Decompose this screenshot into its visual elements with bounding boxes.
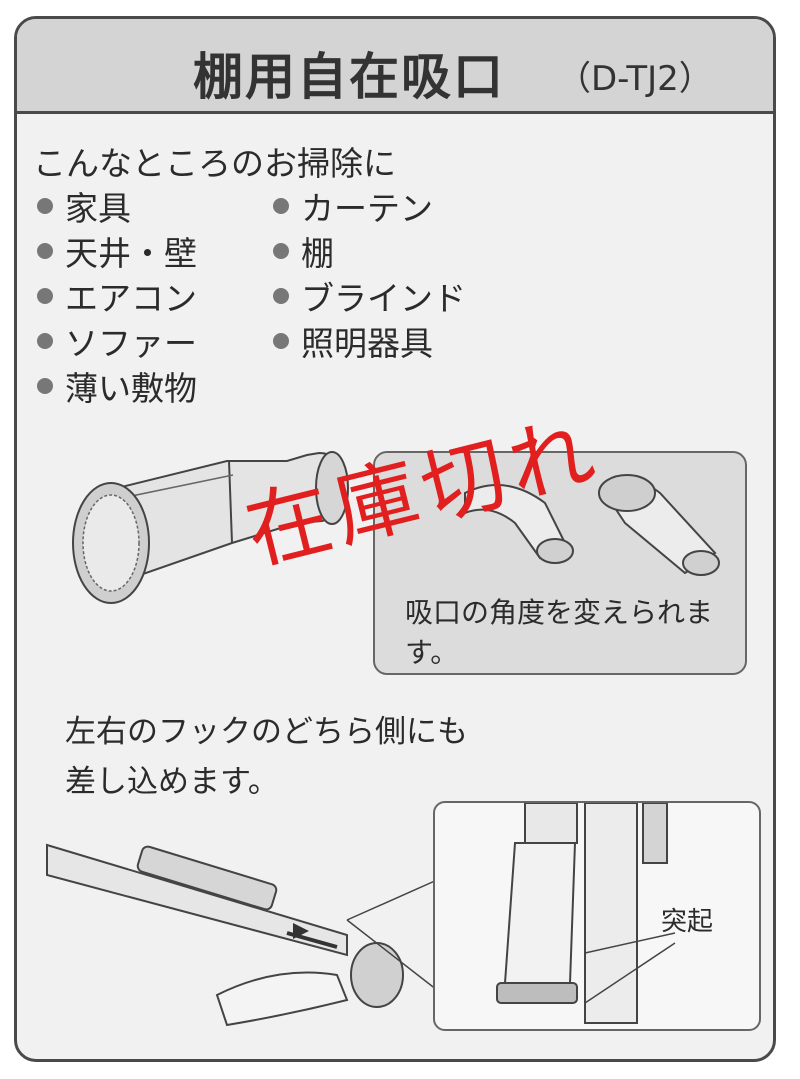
list-item: 照明器具 xyxy=(273,318,466,363)
instruction-line: 差し込めます。 xyxy=(65,764,279,800)
bullet-icon xyxy=(273,242,289,259)
hose-hook-illustration xyxy=(46,843,438,1027)
instruction-line: 左右のフックのどちら側にも xyxy=(65,714,468,750)
usage-list-left: 家具 天井・壁 エアコン ソファー 薄い敷物 xyxy=(37,183,197,408)
bullet-icon xyxy=(37,242,53,259)
list-item: 家具 xyxy=(37,183,197,228)
bullet-icon xyxy=(37,197,53,214)
usage-intro: こんなところのお掃除に xyxy=(33,144,396,183)
hook-detail-panel: 突起 xyxy=(433,801,761,1031)
list-item: エアコン xyxy=(37,273,197,318)
hook-instruction: 左右のフックのどちら側にも 差し込めます。 xyxy=(65,707,625,807)
model-number: （D-TJ2） xyxy=(557,59,713,99)
nozzle-angle-illustration xyxy=(464,474,720,576)
usage-list-right: カーテン 棚 ブラインド 照明器具 xyxy=(273,183,466,363)
bullet-icon xyxy=(273,287,289,304)
bullet-icon xyxy=(273,197,289,214)
bullet-icon xyxy=(37,377,53,394)
list-item: 薄い敷物 xyxy=(37,363,197,408)
product-title: 棚用自在吸口 xyxy=(193,48,505,106)
bullet-icon xyxy=(37,332,53,349)
list-item: 天井・壁 xyxy=(37,228,197,273)
list-item: ブラインド xyxy=(273,273,466,318)
list-item: ソファー xyxy=(37,318,197,363)
product-card: 棚用自在吸口 （D-TJ2） こんなところのお掃除に 家具 天井・壁 エアコン … xyxy=(14,16,776,1062)
bullet-icon xyxy=(273,332,289,349)
list-item: 棚 xyxy=(273,228,466,273)
nozzle-illustration xyxy=(72,451,349,604)
list-item: カーテン xyxy=(273,183,466,228)
protrusion-label: 突起 xyxy=(661,907,714,937)
bullet-icon xyxy=(37,287,53,304)
title-bar: 棚用自在吸口 （D-TJ2） xyxy=(17,19,773,114)
hook-detail-illustration xyxy=(496,803,676,1024)
angle-note-text: 吸口の角度を変えられます。 xyxy=(405,596,714,669)
angle-note-panel: 吸口の角度を変えられます。 xyxy=(373,451,747,675)
